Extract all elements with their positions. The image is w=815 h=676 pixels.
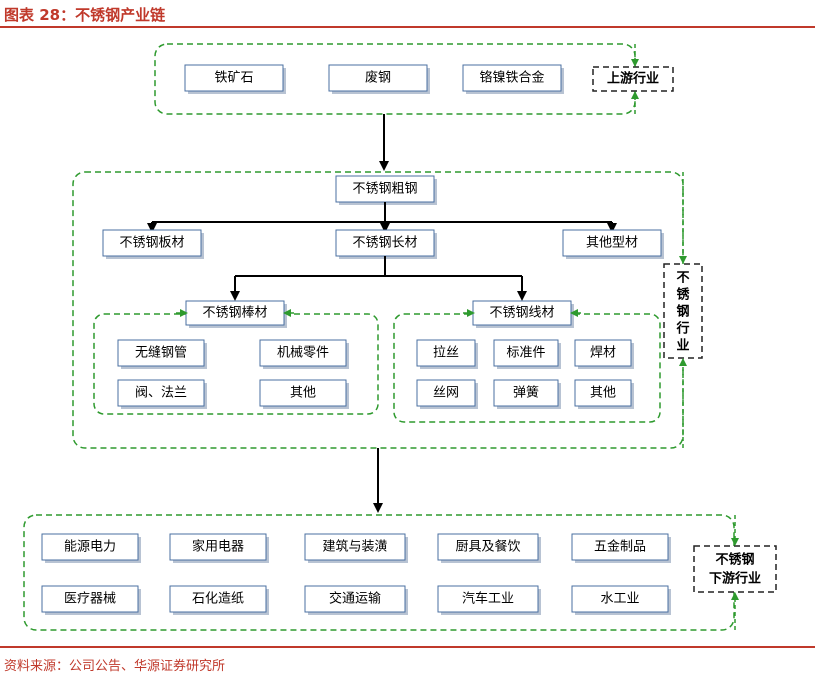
node-wire: 不锈钢线材 (472, 300, 574, 328)
figure-title: 图表 28：不锈钢产业链 (4, 6, 166, 24)
svg-text:不锈钢粗钢: 不锈钢粗钢 (352, 182, 417, 197)
svg-text:五金制品: 五金制品 (594, 539, 646, 555)
wire-item: 弹簧 (493, 379, 561, 409)
svg-text:其他: 其他 (590, 386, 616, 401)
bar-item: 阀、法兰 (117, 379, 207, 409)
wire-item: 焊材 (574, 339, 634, 369)
svg-text:业: 业 (676, 338, 689, 354)
bar-item: 其他 (259, 379, 349, 409)
svg-text:丝网: 丝网 (433, 386, 459, 401)
svg-text:铁矿石: 铁矿石 (214, 71, 253, 86)
upstream-item: 铁矿石 (184, 64, 286, 94)
downstream-item: 石化造纸 (169, 585, 269, 615)
svg-text:行: 行 (675, 321, 689, 337)
svg-text:阀、法兰: 阀、法兰 (135, 386, 187, 401)
node-plate: 不锈钢板材 (102, 229, 204, 259)
downstream-item: 五金制品 (571, 533, 671, 563)
svg-text:其他: 其他 (290, 386, 316, 401)
svg-text:不锈钢板材: 不锈钢板材 (119, 236, 184, 251)
svg-text:其他型材: 其他型材 (586, 236, 638, 251)
svg-text:汽车工业: 汽车工业 (462, 591, 514, 607)
svg-text:铬镍铁合金: 铬镍铁合金 (479, 70, 544, 86)
svg-text:建筑与装潢: 建筑与装潢 (322, 539, 387, 555)
downstream-item: 汽车工业 (437, 585, 541, 615)
downstream-item: 家用电器 (169, 533, 269, 563)
svg-text:标准件: 标准件 (506, 346, 545, 361)
svg-text:无缝钢管: 无缝钢管 (135, 346, 187, 361)
header-rule (0, 26, 815, 28)
svg-text:废钢: 废钢 (365, 70, 391, 86)
svg-text:拉丝: 拉丝 (433, 346, 459, 361)
svg-text:不锈钢: 不锈钢 (715, 552, 754, 568)
svg-text:交通运输: 交通运输 (329, 591, 381, 607)
svg-text:石化造纸: 石化造纸 (192, 592, 244, 607)
svg-text:机械零件: 机械零件 (277, 346, 329, 361)
wire-item: 标准件 (493, 339, 561, 369)
footer-rule (0, 646, 815, 648)
svg-text:家用电器: 家用电器 (192, 539, 244, 555)
svg-text:锈: 锈 (676, 287, 690, 303)
svg-text:不: 不 (676, 271, 689, 286)
upstream-item: 废钢 (328, 64, 430, 94)
svg-text:不锈钢棒材: 不锈钢棒材 (202, 306, 267, 321)
downstream-item: 医疗器械 (41, 585, 141, 615)
upstream-tag: 上游行业 (592, 66, 674, 92)
wire-item: 丝网 (416, 379, 478, 409)
upstream-item: 铬镍铁合金 (462, 64, 564, 94)
node-bar: 不锈钢棒材 (185, 300, 287, 328)
svg-text:焊材: 焊材 (590, 345, 616, 361)
midstream-tag: 不 锈 钢 行 业 (663, 263, 703, 359)
downstream-item: 能源电力 (41, 533, 141, 563)
downstream-item: 建筑与装潢 (304, 533, 408, 563)
svg-text:不锈钢长材: 不锈钢长材 (352, 236, 417, 251)
svg-text:医疗器械: 医疗器械 (64, 592, 116, 607)
downstream-item: 交通运输 (304, 585, 408, 615)
svg-text:水工业: 水工业 (600, 592, 639, 607)
svg-text:弹簧: 弹簧 (513, 385, 539, 401)
downstream-tag: 不锈钢 下游行业 (693, 545, 777, 593)
source-note: 资料来源：公司公告、华源证券研究所 (4, 659, 226, 674)
wire-item: 拉丝 (416, 339, 478, 369)
svg-text:钢: 钢 (676, 304, 689, 320)
svg-text:能源电力: 能源电力 (64, 540, 116, 555)
node-long-product: 不锈钢长材 (335, 229, 437, 259)
node-crude-steel: 不锈钢粗钢 (335, 175, 437, 205)
wire-item: 其他 (574, 379, 634, 409)
bar-item: 机械零件 (259, 339, 349, 369)
svg-text:下游行业: 下游行业 (709, 571, 761, 587)
node-other-profiles: 其他型材 (562, 229, 664, 259)
bar-item: 无缝钢管 (117, 339, 207, 369)
downstream-item: 厨具及餐饮 (437, 533, 541, 563)
downstream-item: 水工业 (571, 585, 671, 615)
svg-text:厨具及餐饮: 厨具及餐饮 (455, 539, 520, 555)
svg-text:上游行业: 上游行业 (607, 71, 659, 87)
svg-text:不锈钢线材: 不锈钢线材 (489, 306, 554, 321)
